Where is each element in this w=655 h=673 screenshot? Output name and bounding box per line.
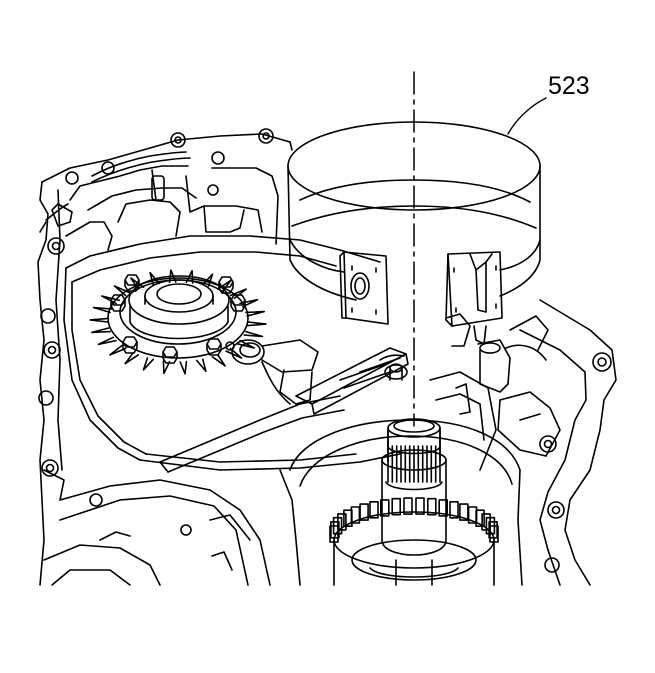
drum-spline [369, 500, 379, 519]
stator-bolt [110, 294, 126, 312]
stator-tooth [109, 344, 127, 356]
stator-tooth [162, 360, 171, 375]
drum-spline [391, 497, 402, 516]
drum-spline [438, 499, 449, 517]
drum-spline [449, 500, 459, 519]
stator-tooth [92, 306, 113, 314]
stator-bolt [206, 338, 222, 356]
transmission-case [37, 128, 617, 586]
case-upper-ribs [39, 151, 279, 251]
drum-spline [359, 503, 369, 521]
stator-tooth [246, 321, 267, 327]
channel-plate [63, 235, 401, 471]
clutch-drum [329, 497, 499, 586]
case-center-rails [159, 347, 409, 473]
case-right-pockets [429, 313, 561, 471]
stator-tooth [97, 336, 117, 346]
callout-leader-line [507, 97, 547, 135]
stator-tooth [196, 358, 207, 373]
stator-bolt [122, 336, 138, 354]
stator-tooth [113, 285, 131, 297]
drum-spline [488, 520, 498, 539]
case-lower-bore [43, 419, 523, 586]
callout-label-523: 523 [548, 72, 590, 100]
stator-tooth [142, 357, 154, 371]
stator-bolt [162, 346, 178, 364]
input-shaft [369, 418, 459, 586]
stator-tooth [245, 310, 265, 317]
drum-spline [379, 499, 390, 517]
drum-spline [415, 497, 425, 515]
stator-tooth [239, 298, 259, 308]
stator-tooth [124, 351, 139, 365]
drum-spline [426, 497, 437, 516]
stator-tooth [89, 317, 110, 323]
drum-spline [337, 513, 347, 531]
intermediate-band [287, 121, 541, 345]
stator-tooth [243, 330, 264, 338]
stator-bolt [124, 274, 140, 292]
pump-stator-assembly [89, 269, 319, 405]
drum-spline [475, 509, 485, 528]
stator-bolt [230, 294, 246, 312]
stator-bolt [218, 276, 234, 294]
stator-tooth [91, 327, 111, 334]
drum-spline [403, 497, 413, 515]
stator-tooth [225, 347, 243, 359]
stator-tooth [179, 360, 188, 375]
stator-tooth [211, 354, 226, 367]
